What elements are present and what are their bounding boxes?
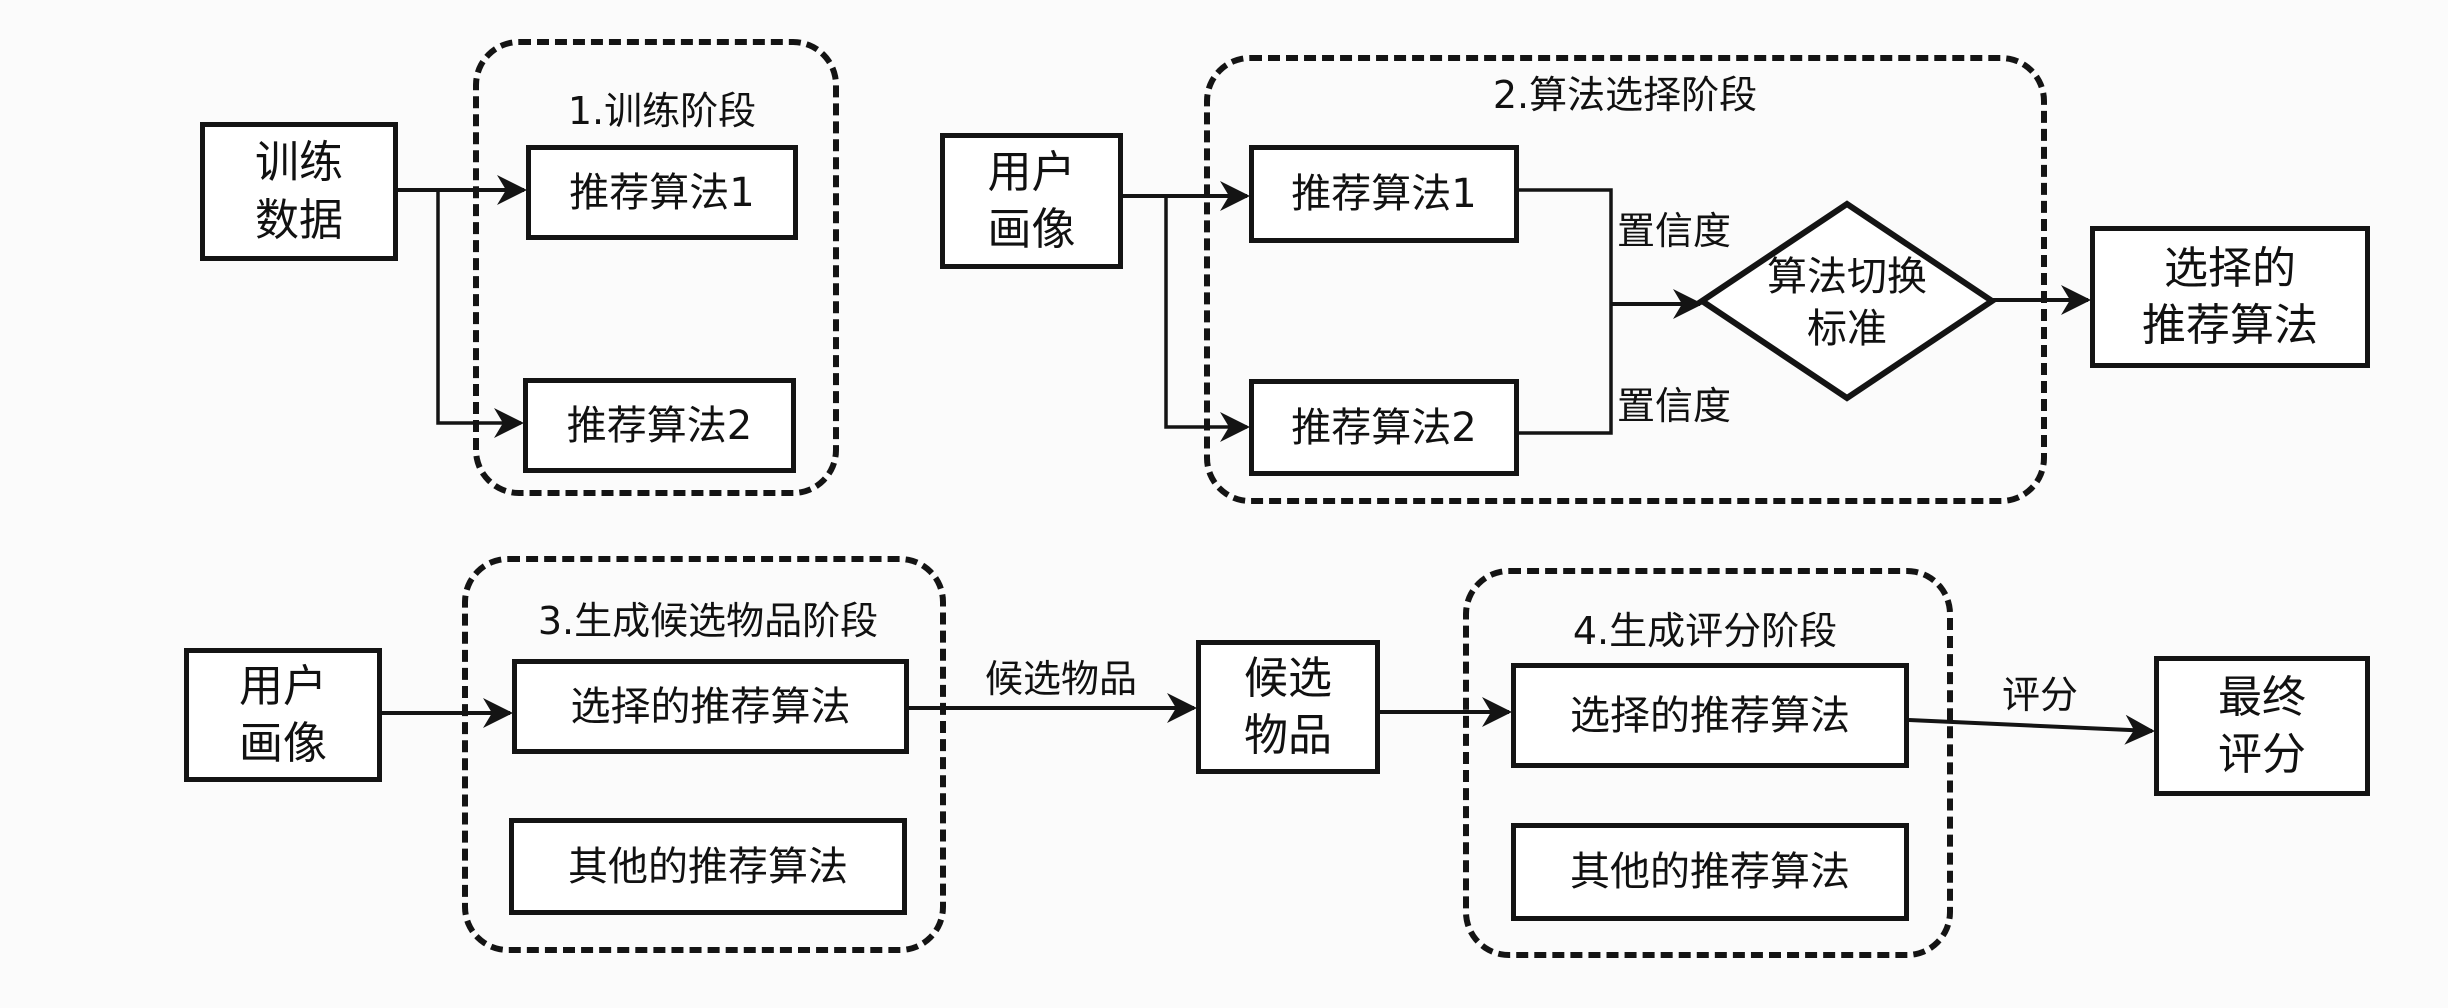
score-edge-label: 评分	[2002, 673, 2079, 717]
final-score-node: 最终 评分	[2154, 656, 2370, 796]
switch-criterion-diamond	[1696, 200, 1998, 402]
s2-algo2-node: 推荐算法2	[1249, 379, 1519, 476]
s1-algo1-node: 推荐算法1	[526, 145, 798, 240]
s4-selected-algo-node: 选择的推荐算法	[1511, 663, 1909, 768]
s3-other-algo-node: 其他的推荐算法	[509, 818, 907, 915]
stage3-label: 3.生成候选物品阶段	[537, 599, 879, 643]
switch-criterion-text: 算法切换 标准	[1767, 254, 1927, 352]
user-profile-top-node: 用户 画像	[940, 133, 1123, 269]
user-profile-bottom-node: 用户 画像	[184, 648, 382, 782]
s1-algo2-node: 推荐算法2	[523, 378, 796, 473]
edge-profile-to-s2-algo2	[1164, 196, 1250, 442]
s3-selected-algo-node: 选择的推荐算法	[512, 659, 909, 754]
s4-other-algo-node: 其他的推荐算法	[1511, 823, 1909, 921]
stage4-label: 4.生成评分阶段	[1572, 609, 1838, 653]
stage4-container	[1463, 568, 1953, 958]
stage2-container	[1204, 55, 2047, 504]
candidate-items-node: 候选 物品	[1196, 640, 1380, 774]
stage2-label: 2.算法选择阶段	[1492, 73, 1758, 117]
training-data-node: 训练 数据	[200, 122, 398, 261]
confidence-label-1: 置信度	[1617, 209, 1732, 253]
s2-algo1-node: 推荐算法1	[1249, 145, 1519, 243]
edge-algo1-confidence	[1519, 188, 1613, 435]
stage1-label: 1.训练阶段	[567, 89, 757, 133]
stage3-container	[462, 556, 946, 953]
selected-algorithm-output-node: 选择的 推荐算法	[2090, 226, 2370, 368]
stage1-container	[473, 39, 839, 496]
candidate-items-edge-label: 候选物品	[985, 657, 1138, 701]
edge-training-to-algo2	[436, 190, 524, 438]
confidence-label-2: 置信度	[1617, 384, 1732, 428]
